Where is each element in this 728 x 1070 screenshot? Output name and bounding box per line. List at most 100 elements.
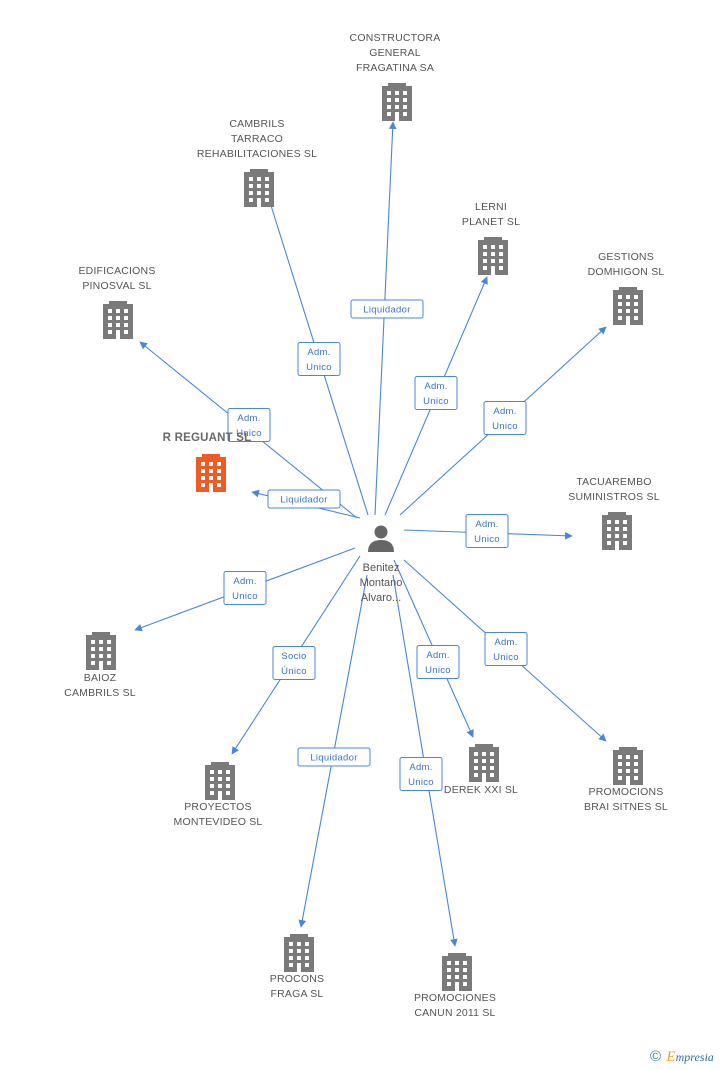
building-icon [442,953,472,991]
role-label[interactable]: Adm. Unico [227,408,271,442]
role-box [416,645,460,679]
role-text: Adm. [493,406,516,417]
company-name-line: PROMOCIONES [414,992,496,1004]
role-box [227,408,271,442]
role-text: Socio [281,651,306,662]
role-label[interactable]: Adm. Unico [416,645,460,679]
company-node-lerni[interactable]: LERNI PLANET SL [462,201,520,275]
role-text: Adm. [237,413,260,424]
role-box [297,747,371,767]
person-name-line: Montano [360,577,403,589]
role-text: Unico [232,591,258,602]
edges: LiquidadorAdm.UnicoAdm.UnicoAdm.UnicoAdm… [134,121,607,947]
role-text: Adm. [233,576,256,587]
role-text: Unico [492,421,518,432]
company-name-line: DEREK XXI SL [444,784,518,796]
company-node-procons[interactable]: PROCONS FRAGA SL [270,934,325,1000]
company-name-line: CAMBRILS [229,118,284,130]
company-name-line: FRAGA SL [271,988,324,1000]
company-node-gestions[interactable]: GESTIONS DOMHIGON SL [588,251,665,325]
role-label[interactable]: Adm. Unico [483,401,527,435]
company-node-cambrils[interactable]: CAMBRILS TARRACO REHABILITACIONES SL [197,118,317,207]
role-label[interactable]: Adm.Unico [297,342,341,376]
role-box [465,514,509,548]
role-text: Unico [425,665,451,676]
building-icon [196,454,226,492]
company-node-constructora[interactable]: CONSTRUCTORA GENERAL FRAGATINA SA [350,32,441,121]
role-text: Unico [236,428,262,439]
company-name-line: CONSTRUCTORA [350,32,441,44]
role-text: Liquidador [280,495,327,506]
company-name-line: TACUAREMBO [576,476,651,488]
role-box [399,757,443,791]
role-text: Adm. [426,650,449,661]
company-name-line: LERNI [475,201,507,213]
role-label[interactable]: Adm.Unico [484,632,528,666]
company-name-line: PLANET SL [462,216,520,228]
copyright-symbol: © [650,1048,662,1065]
role-box [297,342,341,376]
role-text: Adm. [307,347,330,358]
role-text: Adm. [424,381,447,392]
building-icon [613,287,643,325]
role-label[interactable]: Adm. Unico [414,376,458,410]
company-node-tacuarembo[interactable]: TACUAREMBO SUMINISTROS SL [568,476,660,550]
company-name-line: PROCONS [270,973,325,985]
building-icon [478,237,508,275]
person-name-line: Alvaro... [361,592,401,604]
role-text: Adm. [475,519,498,530]
role-text: Adm. [494,637,517,648]
company-name-line: MONTEVIDEO SL [174,816,263,828]
company-node-derek[interactable]: DEREK XXI SL [444,744,518,796]
role-text: Unico [423,396,449,407]
role-label[interactable]: Adm. Unico [465,514,509,548]
company-name-line: TARRACO [231,133,283,145]
role-label[interactable]: Liquidador [297,747,371,767]
company-name-line: R REGUANT SL [163,432,252,444]
role-text: Liquidador [310,753,357,764]
company-name-line: GENERAL [369,47,421,59]
company-name-line: BAIOZ [84,672,117,684]
building-icon [103,301,133,339]
company-name-line: SUMINISTROS SL [568,491,659,503]
role-box [272,646,316,680]
role-box [414,376,458,410]
role-box [484,632,528,666]
building-icon [613,747,643,785]
role-box [267,489,341,509]
role-label[interactable]: Liquidador [267,489,341,509]
brand-initial: E [666,1049,676,1065]
building-icon [244,169,274,207]
role-label[interactable]: Adm.Unico [399,757,443,791]
company-node-reguant[interactable]: R REGUANT SL [163,432,252,492]
company-name-line: PINOSVAL SL [82,280,151,292]
role-label[interactable]: Liquidador [350,299,424,319]
role-box [223,571,267,605]
company-name-line: FRAGATINA SA [356,62,434,74]
brand-name: mpresia [675,1050,714,1064]
role-label[interactable]: Adm. Unico [223,571,267,605]
company-node-baioz[interactable]: BAIOZ CAMBRILS SL [64,632,136,699]
role-text: Unico [474,534,500,545]
company-name-line: CAMBRILS SL [64,687,136,699]
building-icon [284,934,314,972]
role-text: Único [281,666,307,677]
role-text: Liquidador [363,305,410,316]
person-icon [368,525,394,552]
company-name-line: DOMHIGON SL [588,266,665,278]
building-icon [205,762,235,800]
building-icon [382,83,412,121]
role-text: Adm. [409,762,432,773]
company-name-line: GESTIONS [598,251,654,263]
role-box [483,401,527,435]
company-name-line: REHABILITACIONES SL [197,148,317,160]
company-nodes: CONSTRUCTORA GENERAL FRAGATINA SA CAMBRILS T… [64,32,668,1019]
